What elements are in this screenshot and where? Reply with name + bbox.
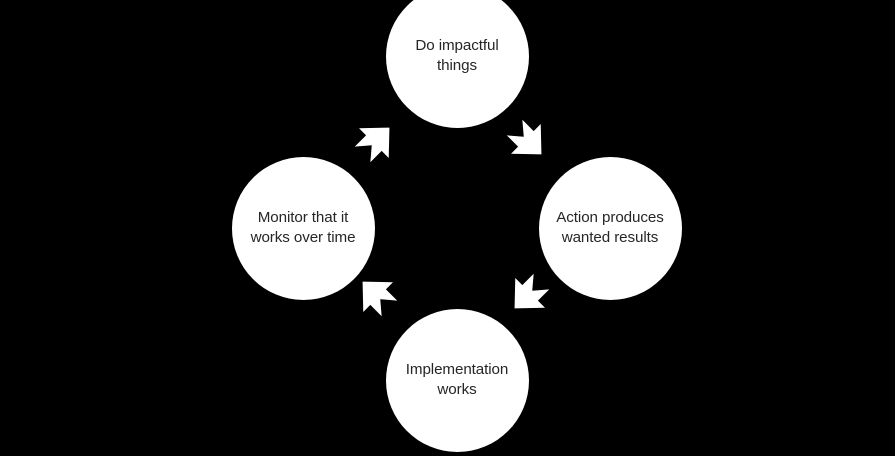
cycle-node-label: Do impactful things (415, 36, 499, 74)
chevron-arrow-icon-top-to-right (495, 108, 560, 173)
chevron-arrow-icon-left-to-top (343, 108, 408, 173)
cycle-node-label: Implementation works (405, 360, 509, 398)
chevron-arrow-icon-right-to-bottom (495, 262, 560, 327)
cycle-node-label: Action produces wanted results (556, 208, 664, 246)
cycle-node-action-produces-wanted-results[interactable]: Action produces wanted results (538, 156, 682, 300)
chevron-arrow-icon-bottom-to-left (343, 262, 408, 327)
cycle-node-do-impactful-things[interactable]: Do impactful things (385, 0, 529, 128)
cycle-node-label: Monitor that it works over time (250, 208, 356, 246)
cycle-node-implementation-works[interactable]: Implementation works (385, 308, 529, 452)
cycle-node-monitor-that-it-works-over-time[interactable]: Monitor that it works over time (231, 156, 375, 300)
